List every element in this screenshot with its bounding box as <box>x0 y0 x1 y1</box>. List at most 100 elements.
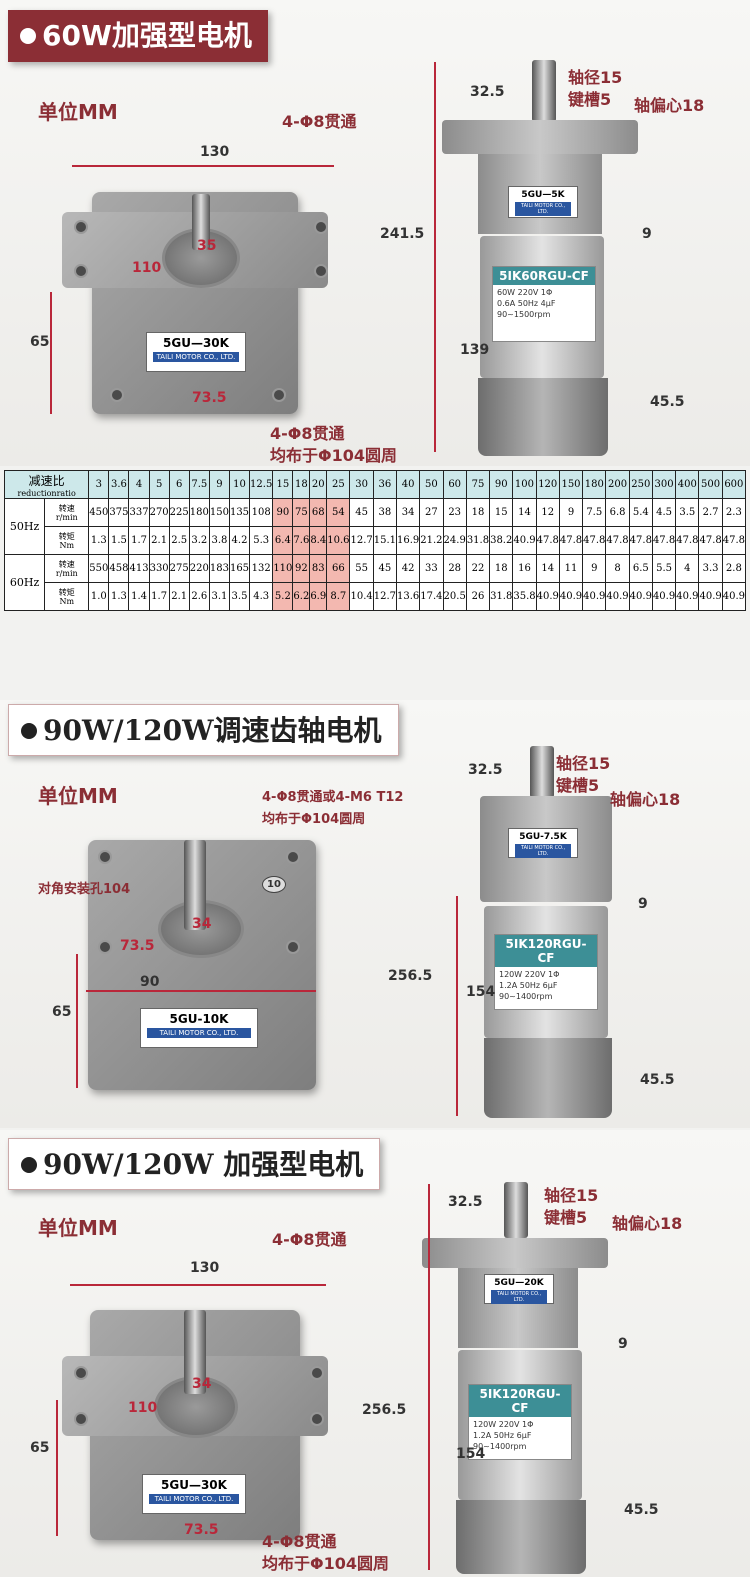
dim-body: 139 <box>460 342 490 358</box>
value-cell: 1.4 <box>128 582 150 611</box>
output-boss <box>154 1376 238 1438</box>
output-shaft <box>184 1310 206 1394</box>
value-cell: 3.8 <box>208 526 230 555</box>
section-60w: 60W加强型电机 单位MM 5GU—30K TAILI MOTOR CO., L… <box>0 0 750 466</box>
dim-height: 65 <box>30 334 50 350</box>
value-cell: 1.3 <box>88 526 110 555</box>
value-cell: 47.8 <box>605 526 630 555</box>
value-cell: 6.5 <box>628 554 653 583</box>
gear-plate: 5GU-7.5K TAILI MOTOR CO., LTD. <box>508 828 578 858</box>
keyway: 键槽5 <box>544 1208 588 1227</box>
value-cell: 15 <box>489 498 514 527</box>
hole-note: 4-Φ8贯通或4-M6 T12 <box>262 790 404 805</box>
value-cell: 40.9 <box>628 582 653 611</box>
mount-hole <box>74 264 88 278</box>
value-cell: 413 <box>128 554 150 583</box>
ratio-cell: 10 <box>228 470 251 499</box>
value-cell: 14 <box>535 554 560 583</box>
value-cell: 24.9 <box>442 526 467 555</box>
output-shaft <box>192 194 210 250</box>
value-cell: 31.8 <box>489 582 514 611</box>
value-cell: 40.9 <box>698 582 723 611</box>
value-cell: 3.5 <box>675 498 700 527</box>
unit-label: 单位MM <box>38 784 118 808</box>
model-plate: 5GU—30K TAILI MOTOR CO., LTD. <box>146 332 246 372</box>
ratio-cell: 18 <box>292 470 311 499</box>
value-cell: 225 <box>168 498 190 527</box>
value-cell: 20.5 <box>442 582 467 611</box>
ratio-cell: 20 <box>309 470 328 499</box>
value-cell: 8 <box>605 554 630 583</box>
shaft-diameter: 轴径15 <box>544 1186 599 1205</box>
motor-side-view: 5GU—5K TAILI MOTOR CO., LTD. 5IK60RGU-CF… <box>440 60 640 460</box>
frequency-cell: 60Hz <box>3 554 46 611</box>
motor-nameplate: 5IK60RGU-CF 60W 220V 1Φ 0.6A 50Hz 4μF 90… <box>492 266 596 342</box>
value-cell: 150 <box>208 498 230 527</box>
value-cell: 40.9 <box>558 582 584 611</box>
value-cell: 47.8 <box>558 526 584 555</box>
value-cell: 450 <box>88 498 110 527</box>
section-90w-120w-reinforced: 90W/120W 加强型电机 单位MM 4-Φ8贯通 130 5GU—30K T… <box>0 1130 750 1577</box>
bullet-icon <box>21 723 37 739</box>
value-cell: 40.9 <box>582 582 607 611</box>
value-cell: 337 <box>128 498 150 527</box>
ratio-cell: 75 <box>465 470 491 499</box>
mount-hole <box>98 850 112 864</box>
dim-fan: 45.5 <box>624 1502 659 1518</box>
value-cell: 15.1 <box>372 526 398 555</box>
unit-label: 单位MM <box>38 100 118 124</box>
dim-gap: 9 <box>638 896 648 912</box>
shaft-offset: 轴偏心18 <box>612 1214 683 1233</box>
motor-body: 5IK120RGU-CF 120W 220V 1Φ 1.2A 50Hz 6μF … <box>484 906 608 1038</box>
value-cell: 1.5 <box>108 526 130 555</box>
value-cell: 8.7 <box>326 582 351 611</box>
dim-body: 154 <box>456 1446 486 1462</box>
motor-nameplate: 5IK120RGU-CF 120W 220V 1Φ 1.2A 50Hz 6μF … <box>494 934 598 1010</box>
dim-line <box>456 896 458 1116</box>
value-cell: 220 <box>188 554 210 583</box>
value-cell: 3.3 <box>698 554 723 583</box>
dim-inner: 110 <box>132 260 162 276</box>
ratio-cell: 180 <box>582 470 607 499</box>
dim-line <box>50 292 52 414</box>
value-cell: 10.4 <box>349 582 374 611</box>
mount-hole <box>74 1412 88 1426</box>
ratio-cell: 6 <box>168 470 190 499</box>
ratio-cell: 36 <box>372 470 398 499</box>
mount-hole <box>74 220 88 234</box>
section-title: 90W/120W 加强型电机 <box>8 1138 381 1190</box>
mount-hole <box>310 1412 324 1426</box>
value-cell: 4.3 <box>249 582 274 611</box>
value-cell: 47.8 <box>651 526 677 555</box>
dim-inner: 110 <box>128 1400 158 1416</box>
mount-hole <box>98 940 112 954</box>
value-cell: 83 <box>309 554 328 583</box>
dim-line <box>56 1400 58 1536</box>
value-cell: 22 <box>465 554 491 583</box>
value-cell: 12.7 <box>372 582 398 611</box>
ratio-cell: 120 <box>535 470 560 499</box>
value-cell: 66 <box>326 554 351 583</box>
value-cell: 1.7 <box>148 582 170 611</box>
value-cell: 45 <box>372 554 398 583</box>
value-cell: 40.9 <box>512 526 537 555</box>
ratio-cell: 9 <box>208 470 230 499</box>
ratio-cell: 60 <box>442 470 467 499</box>
motor-side-view: 5GU-7.5K TAILI MOTOR CO., LTD. 5IK120RGU… <box>478 746 618 1120</box>
dim-width: 130 <box>200 144 230 160</box>
value-cell: 5.2 <box>272 582 294 611</box>
value-cell: 5.3 <box>249 526 274 555</box>
section-90w-120w-speed: 90W/120W调速齿轴电机 单位MM 4-Φ8贯通或4-M6 T12 均布于Φ… <box>0 700 750 1128</box>
value-cell: 35.8 <box>512 582 537 611</box>
value-cell: 2.3 <box>721 498 747 527</box>
value-cell: 7.5 <box>582 498 607 527</box>
value-cell: 9 <box>582 554 607 583</box>
value-cell: 28 <box>442 554 467 583</box>
mount-hole <box>286 850 300 864</box>
